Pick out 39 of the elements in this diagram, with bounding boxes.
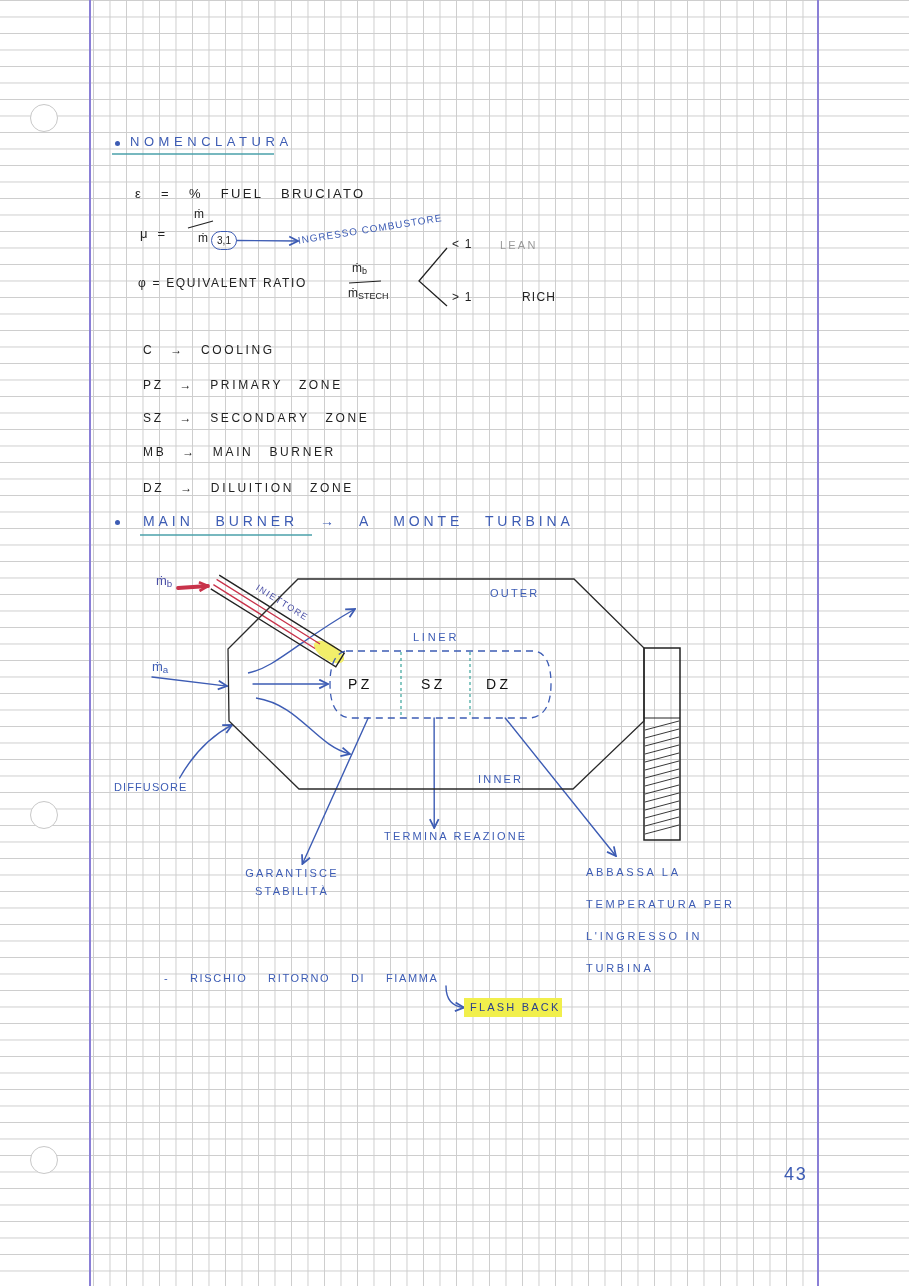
formula-text: μ =: [140, 226, 169, 242]
note-text: - RISCHIO RITORNO DI FIAMMA: [164, 970, 464, 986]
condition-text: LEAN: [500, 238, 538, 253]
arrow: [151, 676, 228, 691]
liner-label: LINER: [413, 630, 460, 644]
flow-label: ṁ$_{a}$: [152, 657, 176, 677]
annotation-text: ABBASSA LA TEMPERATURA PER L'INGRESSO IN TURBINA: [586, 856, 762, 984]
formula-text: ṁ$_{b}$: [352, 260, 367, 276]
condition-text: RICH: [522, 289, 557, 305]
zone-label: PZ: [348, 676, 373, 692]
definition-text: MB → MAIN BURNER: [143, 444, 336, 460]
condition-text: > 1: [452, 289, 473, 305]
page-number: 43: [784, 1166, 808, 1182]
formula-text: ε = % FUEL BRUCIATO: [135, 186, 366, 202]
definition-text: DZ → DILUITION ZONE: [143, 480, 354, 496]
section-heading: MAIN BURNER → A MONTE TURBINA: [143, 513, 574, 529]
arrow: [252, 678, 329, 690]
wall-label: INNER: [478, 772, 524, 786]
definition-text: PZ → PRIMARY ZONE: [143, 377, 343, 393]
arrow: [445, 985, 465, 1012]
definition-text: C → COOLING: [143, 342, 275, 358]
formula-text: ṁ: [198, 230, 208, 246]
wall-label: OUTER: [490, 586, 540, 600]
part-label: DIFFUSORE: [114, 778, 194, 796]
flow-label: ṁ$_{b}$: [156, 571, 178, 591]
zone-label: DZ: [486, 676, 512, 692]
formula-text: ṁ: [194, 206, 204, 222]
definition-text: SZ → SECONDARY ZONE: [143, 410, 370, 426]
annotation-text: TERMINA REAZIONE: [384, 828, 544, 844]
arrow: [176, 580, 210, 593]
arrow: [428, 717, 440, 829]
arrow: [236, 235, 299, 247]
highlighted-term: FLASH BACK: [464, 998, 562, 1017]
formula-text: φ = EQUIVALENT RATIO: [138, 275, 308, 291]
annotation-text: GARANTISCE STABILITÀ: [240, 864, 344, 900]
condition-text: < 1: [452, 236, 473, 252]
zone-label: SZ: [421, 676, 446, 692]
section-heading: NOMENCLATURA: [130, 134, 293, 150]
formula-text: ṁ$_{STECH}$: [348, 285, 389, 301]
